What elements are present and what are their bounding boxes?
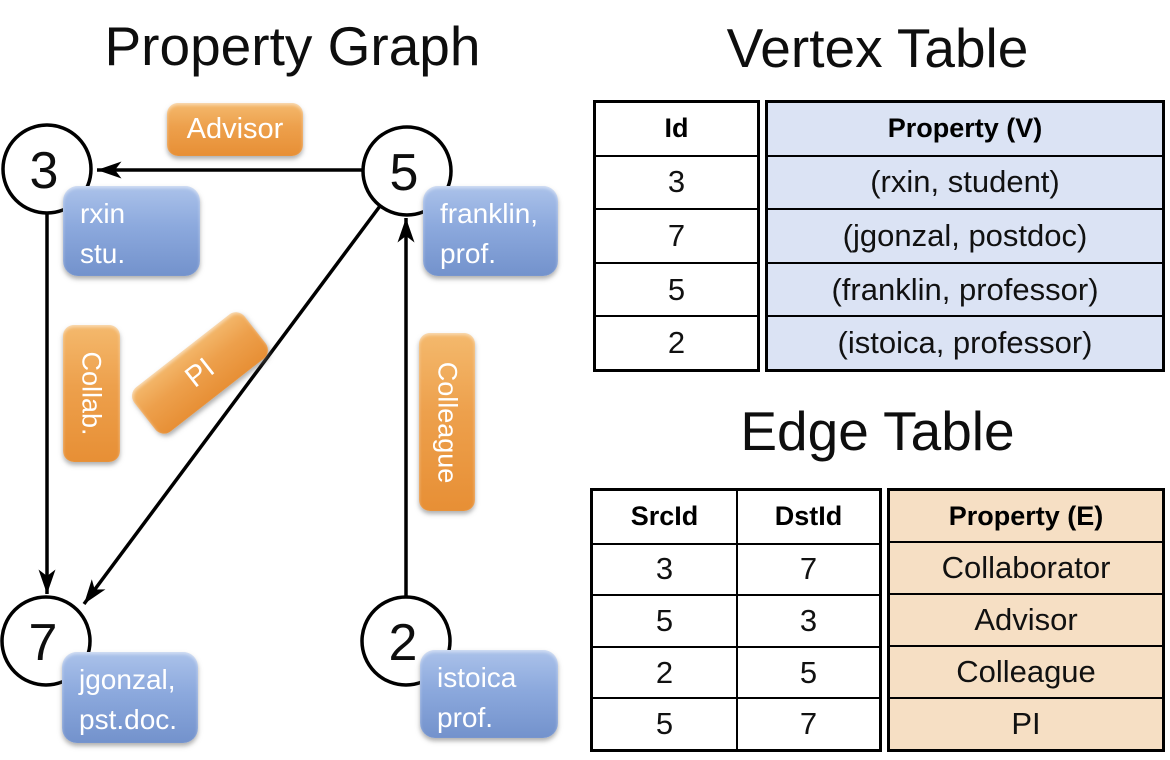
vertex-table-property-column: Property (V) (rxin, student) (jgonzal, p… [765,100,1165,372]
vertex-table-cell-id-1: 7 [596,208,757,262]
edge-label-collab-text: Collab. [77,351,108,436]
vertex-table-cell-prop-1: (jgonzal, postdoc) [768,208,1162,262]
edge-table: SrcId DstId 3 7 5 3 2 5 5 7 Property (E)… [590,488,1165,752]
vertex-table-cell-prop-2: (franklin, professor) [768,261,1162,316]
edge-table-cell-prop-3: PI [890,697,1162,749]
edge-table-cell-src-2: 2 [593,645,736,698]
edge-table-cell-src-3: 5 [593,697,736,749]
vertex-label-istoica-line1: istoica [437,662,517,693]
vertex-label-jgonzal-line2: pst.doc. [79,703,178,735]
edge-table-header-property: Property (E) [890,491,1162,541]
edge-table-cell-dst-0: 7 [736,542,879,595]
vertex-label-rxin-line1: rxin [80,198,126,229]
vertex-table-cell-id-0: 3 [596,154,757,209]
node-5-id: 5 [390,144,419,202]
property-graph-title: Property Graph [104,15,481,77]
vertex-table-cell-prop-0: (rxin, student) [768,154,1162,209]
edge-label-collab: Collab. [63,325,120,462]
node-3-id: 3 [30,142,59,200]
edge-label-colleague-text: Colleague [432,361,463,483]
vertex-label-franklin-line2: prof. [440,237,497,269]
edge-table-cell-dst-3: 7 [736,697,879,749]
edge-label-advisor: Advisor [167,103,303,156]
edge-5-to-7-pi [82,204,382,606]
edge-table-id-columns: SrcId DstId 3 7 5 3 2 5 5 7 [590,488,882,752]
vertex-label-istoica-line2: prof. [437,701,494,733]
vertex-table-cell-id-3: 2 [596,315,757,369]
edge-table-cell-prop-2: Colleague [890,645,1162,697]
edge-table-cell-src-0: 3 [593,542,736,595]
edge-table-header-dstid: DstId [736,491,879,543]
vertex-label-jgonzal: jgonzal, pst.doc. [62,652,198,743]
edge-table-cell-prop-1: Advisor [890,593,1162,645]
vertex-table-title: Vertex Table [726,17,1029,79]
vertex-table-cell-prop-3: (istoica, professor) [768,315,1162,369]
vertex-table: Id 3 7 5 2 Property (V) (rxin, student) … [593,100,1165,372]
edge-table-cell-dst-2: 5 [736,645,879,698]
vertex-label-franklin-line1: franklin, [440,198,539,229]
vertex-table-header-property: Property (V) [768,103,1162,155]
edge-table-cell-prop-0: Collaborator [890,541,1162,593]
edge-table-cell-src-1: 5 [593,594,736,646]
edge-label-colleague: Colleague [419,333,475,511]
vertex-label-istoica: istoica prof. [420,650,558,738]
vertex-table-id-column: Id 3 7 5 2 [593,100,760,372]
edge-table-cell-dst-1: 3 [736,594,879,646]
vertex-label-rxin-line2: stu. [80,237,126,269]
vertex-label-rxin: rxin stu. [63,186,200,276]
edge-table-title: Edge Table [740,400,1015,462]
vertex-label-franklin: franklin, prof. [423,186,558,276]
node-7-id: 7 [29,614,58,672]
vertex-table-cell-id-2: 5 [596,261,757,316]
edge-table-header-srcid: SrcId [630,501,699,532]
vertex-label-jgonzal-line1: jgonzal, [79,664,176,695]
edge-table-property-column: Property (E) Collaborator Advisor Collea… [887,488,1165,752]
edge-label-pi-text: PI [179,351,221,394]
node-2-id: 2 [389,614,418,672]
edge-label-advisor-text: Advisor [186,113,284,145]
vertex-table-header-id: Id [664,113,689,144]
